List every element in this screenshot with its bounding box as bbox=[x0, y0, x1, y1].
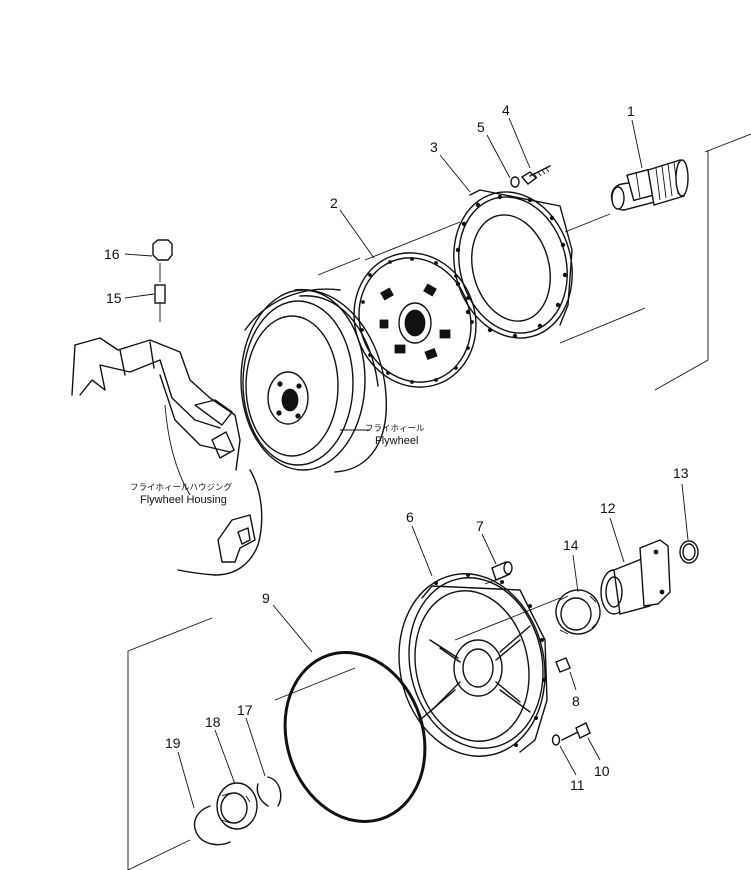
snap-ring-17 bbox=[267, 776, 282, 807]
flywheel-center-bore bbox=[281, 388, 299, 412]
stud-bolt bbox=[154, 284, 166, 304]
snap-ring-19 bbox=[193, 805, 231, 846]
label-part-6: 6 bbox=[406, 509, 414, 525]
upper-frame-lines bbox=[317, 133, 751, 391]
cap-nut bbox=[152, 239, 173, 261]
bolt-and-washer-upper bbox=[510, 165, 551, 188]
o-ring bbox=[283, 651, 427, 823]
label-part-19: 19 bbox=[165, 735, 181, 751]
label-part-13: 13 bbox=[673, 465, 689, 481]
label-part-5: 5 bbox=[477, 119, 485, 135]
housing-label-en: Flywheel Housing bbox=[140, 494, 227, 506]
lower-frame-lines bbox=[127, 597, 561, 870]
label-part-16: 16 bbox=[104, 246, 120, 262]
label-part-10: 10 bbox=[594, 763, 610, 779]
flywheel-label-en: Flywheel bbox=[375, 435, 418, 447]
flywheel bbox=[240, 288, 387, 473]
label-part-8: 8 bbox=[572, 693, 580, 709]
flywheel-label-jp: フライホィール bbox=[365, 424, 425, 434]
part-number-labels: 1 2 3 4 5 6 7 8 9 10 11 12 13 14 15 16 1… bbox=[104, 102, 689, 793]
flywheel-housing bbox=[71, 239, 263, 576]
needle-bearing-upper bbox=[555, 589, 601, 635]
leader-lines bbox=[124, 117, 689, 809]
damper-disc bbox=[353, 252, 477, 388]
label-part-14: 14 bbox=[563, 537, 579, 553]
label-part-11: 11 bbox=[570, 777, 585, 793]
dowel-pin bbox=[484, 561, 513, 585]
ring-plate bbox=[453, 189, 573, 339]
plug-and-bolt-lower bbox=[551, 657, 591, 746]
label-part-12: 12 bbox=[600, 500, 616, 516]
input-shaft bbox=[610, 159, 689, 211]
label-part-17: 17 bbox=[237, 702, 253, 718]
sleeve-cover bbox=[600, 539, 671, 615]
label-part-9: 9 bbox=[262, 590, 270, 606]
label-part-2: 2 bbox=[330, 195, 338, 211]
snap-ring bbox=[679, 540, 699, 564]
bearing-and-snap-rings-lower bbox=[193, 776, 282, 846]
label-part-15: 15 bbox=[106, 290, 122, 306]
pump-case bbox=[398, 573, 548, 757]
lock-washer bbox=[510, 176, 520, 188]
label-part-18: 18 bbox=[205, 714, 221, 730]
label-part-4: 4 bbox=[502, 102, 510, 118]
label-part-1: 1 bbox=[627, 103, 635, 119]
component-callouts: フライホィール Flywheel フライホィールハウジング Flywheel H… bbox=[130, 424, 425, 506]
plug bbox=[555, 657, 571, 673]
label-part-3: 3 bbox=[430, 139, 438, 155]
label-part-7: 7 bbox=[476, 518, 484, 534]
housing-label-jp: フライホィールハウジング bbox=[130, 482, 233, 493]
washer-lower bbox=[551, 734, 561, 746]
